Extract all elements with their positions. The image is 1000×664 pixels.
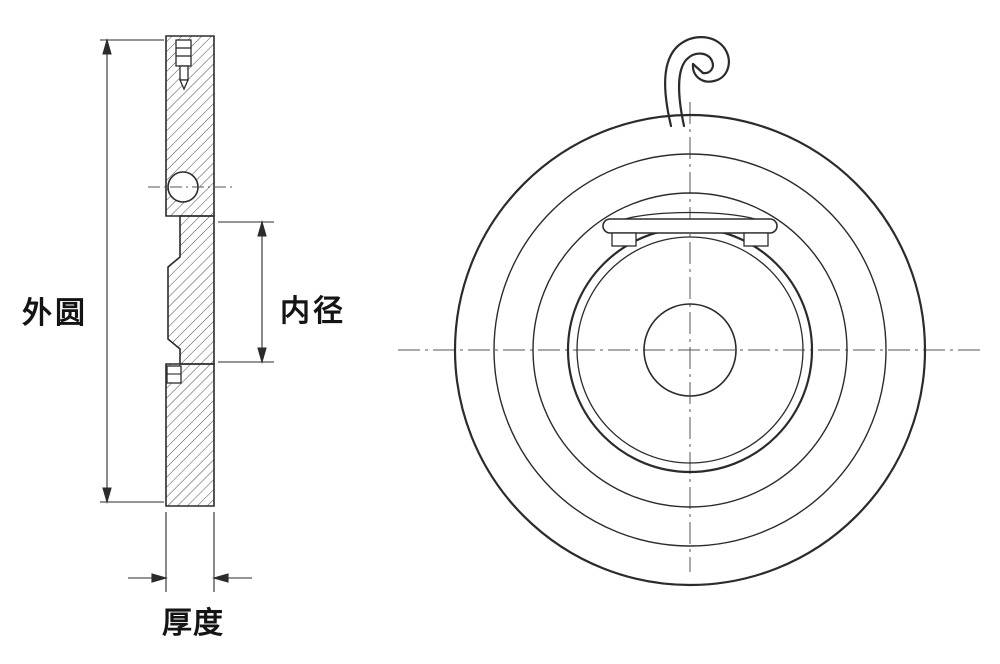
label-inner-diameter: 内径 [280, 294, 346, 329]
label-thickness: 厚度 [162, 606, 224, 641]
hinge-clip-left [611, 232, 637, 247]
dimension-thickness [128, 512, 252, 592]
outer-ring [453, 113, 927, 587]
hinge-bracket-arc [621, 211, 759, 221]
arrowhead-up [102, 37, 112, 55]
disc-inner-circle [576, 236, 804, 464]
hinge-pin [602, 218, 778, 234]
section-bottom-flange [165, 363, 215, 507]
dimension-outer-diameter [100, 37, 164, 505]
center-hole [643, 303, 737, 397]
body-ring [493, 153, 887, 547]
label-outer-diameter: 外圆 [22, 296, 88, 331]
hinge-clip-right [743, 232, 769, 247]
bolt-head [175, 39, 192, 67]
arrowhead-left [211, 573, 229, 583]
arrowhead-up [257, 219, 267, 237]
dimension-inner-diameter [218, 219, 274, 365]
bolt-shank [179, 65, 189, 81]
arrowhead-down [257, 347, 267, 365]
section-view [165, 35, 215, 507]
hook-inner-curve [678, 52, 714, 128]
bolt-tip [178, 79, 190, 91]
hanging-hook [664, 36, 730, 128]
section-bolt [175, 39, 192, 91]
seat-ring [532, 192, 848, 508]
arrowhead-right [151, 573, 169, 583]
section-middle-body [167, 215, 215, 365]
arrowhead-down [102, 487, 112, 505]
hook-tip [691, 62, 705, 75]
front-view [398, 36, 982, 587]
hook-outer-curve [664, 36, 730, 128]
